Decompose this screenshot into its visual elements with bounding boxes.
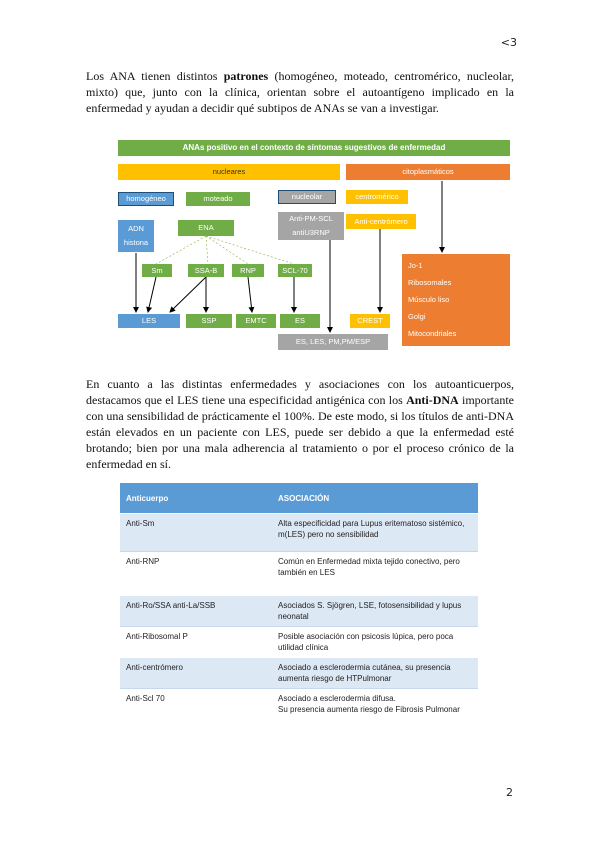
cyto-item: Ribosomales bbox=[408, 278, 452, 288]
table-header: Anticuerpo bbox=[120, 483, 272, 514]
nucleares-box: nucleares bbox=[118, 164, 340, 180]
diagram-connectors bbox=[133, 181, 445, 333]
cyto-list-box: Jo-1 Ribosomales Músculo liso Golgi Mito… bbox=[402, 254, 510, 346]
table-header: ASOCIACIÓN bbox=[272, 483, 478, 514]
paragraph-text: (homogéneo, moteado, centromérico, nucle… bbox=[86, 69, 515, 115]
cyto-item: Mitocondriales bbox=[408, 328, 457, 338]
les-box: LES bbox=[118, 314, 180, 328]
ssp-box: SSP bbox=[186, 314, 232, 328]
table-cell: Anti-Ribosomal P bbox=[120, 626, 272, 658]
table-cell: Asociado a esclerodermia cutánea, su pre… bbox=[272, 657, 478, 689]
histona-label: histona bbox=[123, 238, 149, 247]
corner-mark: <3 bbox=[500, 36, 517, 49]
paragraph-patrones: Los ANA tienen distintos patrones (homog… bbox=[86, 68, 514, 116]
page-number: 2 bbox=[506, 786, 513, 799]
table-cell: Común en Enfermedad mixta tejido conecti… bbox=[272, 551, 478, 596]
es-box: ES bbox=[280, 314, 320, 328]
scl70-box: SCL-70 bbox=[278, 264, 312, 277]
paragraph-text: En cuanto a las distintas enfermedades y… bbox=[86, 377, 514, 407]
citoplasmaticos-box: citoplasmáticos bbox=[346, 164, 510, 180]
table-cell: Anti-Sm bbox=[120, 513, 272, 552]
table-row: Anti-centrómero Asociado a esclerodermia… bbox=[120, 657, 478, 689]
table-cell: Anti-Scl 70 bbox=[120, 688, 272, 719]
ana-flow-diagram: ANAs positivo en el contexto de síntomas… bbox=[118, 140, 510, 352]
table-cell: Anti-RNP bbox=[120, 551, 272, 596]
table-row: Anti-Ribosomal P Posible asociación con … bbox=[120, 626, 478, 658]
es-les-box: ES, LES, PM,PM/ESP bbox=[278, 334, 388, 350]
ssa-box: SSA-B bbox=[188, 264, 224, 277]
adn-label: ADN bbox=[128, 224, 144, 233]
moteado-box: moteado bbox=[186, 192, 250, 206]
paragraph-text: Los ANA tienen distintos bbox=[86, 69, 224, 83]
table-row: Anti-Sm Alta especificidad para Lupus er… bbox=[120, 513, 478, 552]
paragraph-text: importante con una sensibilidad de práct… bbox=[86, 393, 515, 471]
antibody-table: Anticuerpo ASOCIACIÓN Anti-Sm Alta espec… bbox=[120, 483, 478, 719]
bold-term: patrones bbox=[223, 69, 269, 83]
cyto-item: Golgi bbox=[408, 311, 426, 321]
table-cell: Asociados S. Sjögren, LSE, fotosensibili… bbox=[272, 595, 478, 627]
homogeneo-box: homogéneo bbox=[118, 192, 174, 206]
anti-rnp-label: antiU3RNP bbox=[292, 228, 330, 237]
crest-box: CREST bbox=[350, 314, 390, 328]
table-header-row: Anticuerpo ASOCIACIÓN bbox=[120, 483, 478, 514]
cyto-item: Jo-1 bbox=[408, 261, 423, 271]
nucleolar-box: nucleolar bbox=[278, 190, 336, 204]
anti-pm-box: Anti-PM-SCL antiU3RNP bbox=[278, 212, 344, 240]
ena-box: ENA bbox=[178, 220, 234, 236]
adn-histona-box: ADN histona bbox=[118, 220, 154, 252]
table-cell: Anti-Ro/SSA anti-La/SSB bbox=[120, 595, 272, 627]
table-row: Anti-Scl 70 Asociado a esclerodermia dif… bbox=[120, 688, 478, 719]
cyto-item: Músculo liso bbox=[408, 294, 450, 304]
paragraph-anti-dna: En cuanto a las distintas enfermedades y… bbox=[86, 376, 514, 472]
sm-box: Sm bbox=[142, 264, 172, 277]
table-cell: Posible asociación con psicosis lúpica, … bbox=[272, 626, 478, 658]
anti-centromero-box: Anti-centrómero bbox=[346, 214, 416, 229]
emtc-box: EMTC bbox=[236, 314, 276, 328]
centromerico-box: centromérico bbox=[346, 190, 408, 204]
bold-term: Anti-DNA bbox=[406, 393, 459, 407]
table-cell: Asociado a esclerodermia difusa. Su pres… bbox=[272, 688, 478, 719]
table-cell: Anti-centrómero bbox=[120, 657, 272, 689]
table-row: Anti-Ro/SSA anti-La/SSB Asociados S. Sjö… bbox=[120, 595, 478, 627]
diagram-title: ANAs positivo en el contexto de síntomas… bbox=[118, 140, 510, 156]
table-row: Anti-RNP Común en Enfermedad mixta tejid… bbox=[120, 551, 478, 596]
anti-pm-label: Anti-PM-SCL bbox=[289, 214, 333, 223]
rnp-box: RNP bbox=[232, 264, 264, 277]
table-cell: Alta especificidad para Lupus eritematos… bbox=[272, 513, 478, 552]
